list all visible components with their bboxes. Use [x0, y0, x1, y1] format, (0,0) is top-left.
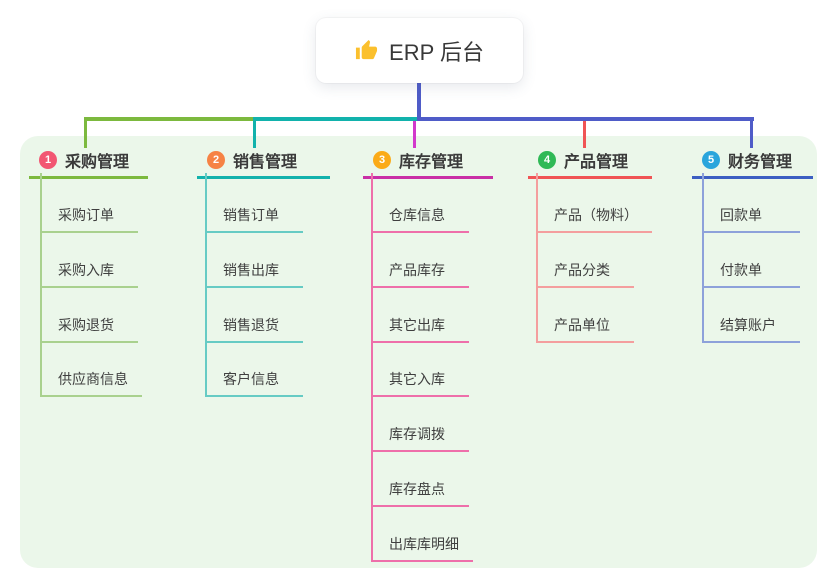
- branch-4-item-1[interactable]: 产品（物料）: [536, 205, 652, 233]
- branch-4-trunk-line: [536, 173, 538, 343]
- connector-segment-right-blue: [417, 117, 754, 121]
- branch-1-item-4[interactable]: 供应商信息: [40, 369, 142, 397]
- branch-2-title: 销售管理: [233, 154, 298, 171]
- branch-5-item-1[interactable]: 回款单: [702, 205, 800, 233]
- branch-5-number-badge: 5: [702, 151, 720, 169]
- branch-2-number-badge: 2: [207, 151, 225, 169]
- branch-4-item-3[interactable]: 产品单位: [536, 315, 634, 343]
- connector-drop-branch-2: [253, 117, 256, 148]
- branch-4-header[interactable]: 4 产品管理: [528, 148, 652, 179]
- branch-2-item-1[interactable]: 销售订单: [205, 205, 303, 233]
- branch-2-item-3[interactable]: 销售退货: [205, 315, 303, 343]
- branch-4-title: 产品管理: [564, 154, 629, 171]
- branch-1-item-1[interactable]: 采购订单: [40, 205, 138, 233]
- connector-drop-branch-3: [413, 117, 416, 148]
- branch-5-title: 财务管理: [728, 154, 793, 171]
- connector-drop-branch-1: [84, 117, 87, 148]
- branch-3-item-7[interactable]: 出库库明细: [371, 534, 473, 562]
- branches-background-panel: [20, 136, 817, 568]
- root-title: ERP 后台: [389, 39, 484, 65]
- branch-5-trunk-line: [702, 173, 704, 343]
- branch-3-item-2[interactable]: 产品库存: [371, 260, 469, 288]
- branch-3-item-5[interactable]: 库存调拨: [371, 424, 469, 452]
- branch-3-item-6[interactable]: 库存盘点: [371, 479, 469, 507]
- branch-5-item-2[interactable]: 付款单: [702, 260, 800, 288]
- branch-1-title: 采购管理: [65, 154, 130, 171]
- branch-3-item-4[interactable]: 其它入库: [371, 369, 469, 397]
- root-node-erp[interactable]: ERP 后台: [316, 18, 523, 83]
- branch-3-item-3[interactable]: 其它出库: [371, 315, 469, 343]
- branch-3-header[interactable]: 3 库存管理: [363, 148, 493, 179]
- connector-root-stem: [417, 83, 421, 121]
- connector-drop-branch-5: [750, 117, 753, 148]
- branch-3-trunk-line: [371, 173, 373, 562]
- branch-2-item-2[interactable]: 销售出库: [205, 260, 303, 288]
- branch-4-number-badge: 4: [538, 151, 556, 169]
- branch-1-number-badge: 1: [39, 151, 57, 169]
- branch-3-title: 库存管理: [399, 154, 464, 171]
- branch-1-item-3[interactable]: 采购退货: [40, 315, 138, 343]
- branch-1-header[interactable]: 1 采购管理: [29, 148, 148, 179]
- branch-1-item-2[interactable]: 采购入库: [40, 260, 138, 288]
- thumbs-up-icon: [355, 39, 378, 62]
- branch-3-number-badge: 3: [373, 151, 391, 169]
- branch-3-item-1[interactable]: 仓库信息: [371, 205, 469, 233]
- branch-1-trunk-line: [40, 173, 42, 398]
- branch-5-header[interactable]: 5 财务管理: [692, 148, 813, 179]
- branch-2-item-4[interactable]: 客户信息: [205, 369, 303, 397]
- connector-segment-middle-teal: [253, 117, 417, 121]
- connector-drop-branch-4: [583, 117, 586, 148]
- connector-segment-left-green: [84, 117, 253, 121]
- branch-2-header[interactable]: 2 销售管理: [197, 148, 330, 179]
- branch-4-item-2[interactable]: 产品分类: [536, 260, 634, 288]
- branch-5-item-3[interactable]: 结算账户: [702, 315, 800, 343]
- branch-2-trunk-line: [205, 173, 207, 398]
